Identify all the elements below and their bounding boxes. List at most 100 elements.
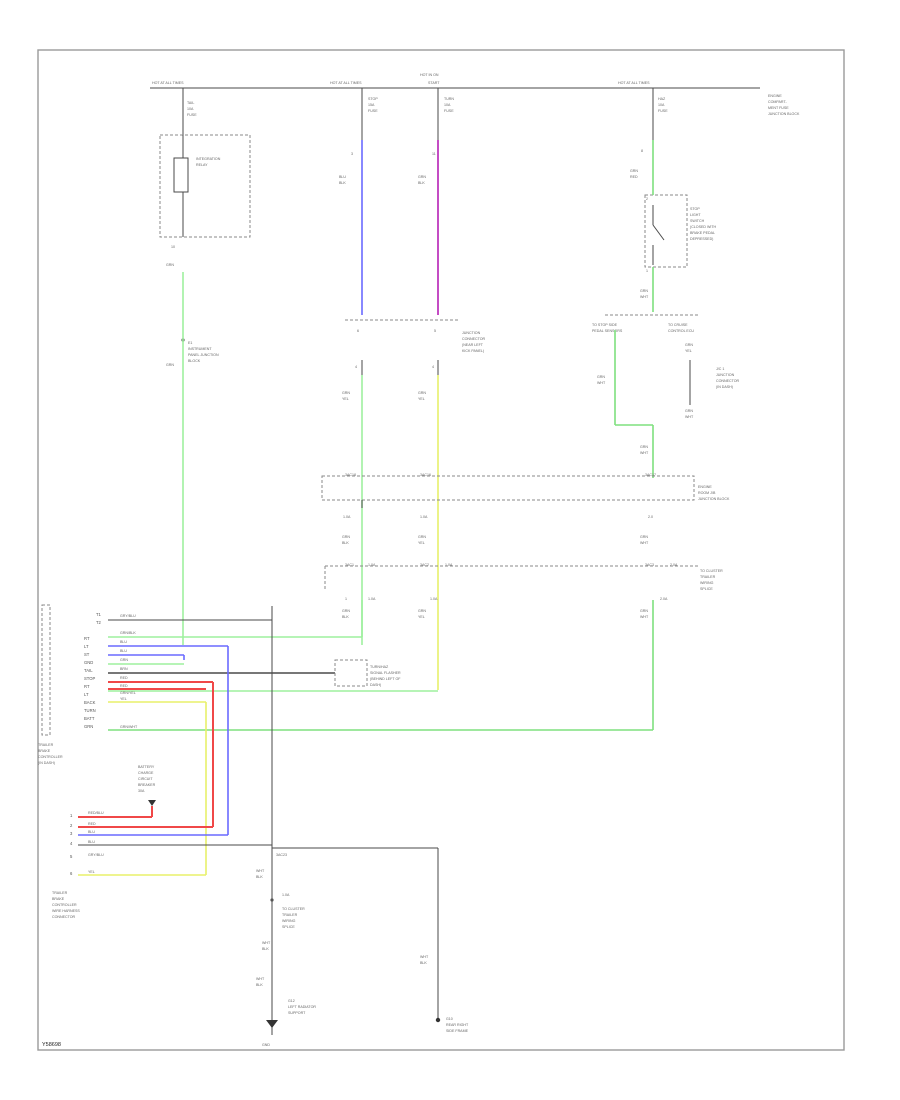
fuse-column-3: TURN 10A FUSE 11 GRN BLK <box>418 88 454 185</box>
svg-text:(IN DASH): (IN DASH) <box>716 385 733 389</box>
svg-text:TAIL: TAIL <box>187 101 194 105</box>
svg-text:1: 1 <box>345 597 347 601</box>
svg-text:TRAILER: TRAILER <box>700 575 716 579</box>
svg-text:YEL: YEL <box>418 397 425 401</box>
svg-text:GRN: GRN <box>418 535 426 539</box>
svg-text:1.0A: 1.0A <box>420 515 428 519</box>
fuse-column-4: HAZ 10A FUSE 8 GRN RED STOP LIGHT SWITCH… <box>630 88 717 299</box>
svg-text:CONNECTOR: CONNECTOR <box>462 337 485 341</box>
svg-text:WHT: WHT <box>420 955 429 959</box>
svg-text:GRN: GRN <box>342 391 350 395</box>
svg-text:TURN: TURN <box>84 708 96 713</box>
svg-text:CONTROLLER: CONTROLLER <box>52 903 77 907</box>
svg-text:DEPRESSED): DEPRESSED) <box>690 237 713 241</box>
svg-text:GRN: GRN <box>630 169 638 173</box>
svg-text:YEL: YEL <box>418 615 425 619</box>
svg-text:ST: ST <box>84 652 90 657</box>
svg-text:ENGINE: ENGINE <box>768 94 782 98</box>
svg-text:STOP: STOP <box>84 676 96 681</box>
svg-text:2.0A: 2.0A <box>670 563 678 567</box>
svg-text:JUNCTION: JUNCTION <box>462 331 481 335</box>
svg-text:WHT: WHT <box>262 941 271 945</box>
svg-text:3AC1: 3AC1 <box>345 563 354 567</box>
svg-text:ENGINE: ENGINE <box>698 485 712 489</box>
svg-text:START: START <box>428 81 440 85</box>
svg-text:KICK PANEL): KICK PANEL) <box>462 349 484 353</box>
svg-text:3AC17: 3AC17 <box>645 473 656 477</box>
svg-text:DASH): DASH) <box>370 683 381 687</box>
svg-text:GRN: GRN <box>418 175 426 179</box>
svg-text:2.0A: 2.0A <box>660 597 668 601</box>
svg-text:GRN: GRN <box>640 289 648 293</box>
svg-text:REAR RIGHT: REAR RIGHT <box>446 1023 469 1027</box>
svg-text:RED/BLU: RED/BLU <box>88 811 104 815</box>
diagram-tag: Y58698 <box>42 1042 61 1048</box>
svg-text:RELAY: RELAY <box>196 163 208 167</box>
svg-text:BLU: BLU <box>339 175 346 179</box>
svg-text:RT: RT <box>84 684 90 689</box>
svg-text:TO CLUSTER: TO CLUSTER <box>700 569 723 573</box>
svg-text:GRN: GRN <box>166 363 174 367</box>
svg-text:WIRE HARNESS: WIRE HARNESS <box>52 909 80 913</box>
svg-text:T2: T2 <box>96 620 102 625</box>
svg-text:LEFT RADIATOR: LEFT RADIATOR <box>288 1005 316 1009</box>
svg-text:BACK: BACK <box>84 700 96 705</box>
fuse-column-2: STOP 15A FUSE 3 BLU BLK <box>339 88 378 185</box>
svg-text:BLK: BLK <box>262 947 269 951</box>
svg-text:HOT AT ALL TIMES: HOT AT ALL TIMES <box>152 81 184 85</box>
svg-text:HAZ: HAZ <box>658 97 666 101</box>
svg-text:BLK: BLK <box>256 875 263 879</box>
stop-switch-box <box>644 194 688 268</box>
relay-box <box>159 134 251 238</box>
svg-text:SIDE FRAME: SIDE FRAME <box>446 1029 469 1033</box>
junction-block-connector <box>321 475 695 501</box>
svg-text:GRN: GRN <box>166 263 174 267</box>
svg-text:WIRING: WIRING <box>700 581 714 585</box>
svg-text:YEL: YEL <box>120 697 127 701</box>
svg-text:4: 4 <box>70 841 73 846</box>
svg-text:BLK: BLK <box>418 181 425 185</box>
svg-text:1.0A: 1.0A <box>282 893 290 897</box>
svg-text:RED: RED <box>120 676 128 680</box>
svg-text:YEL: YEL <box>685 349 692 353</box>
svg-text:3AC16: 3AC16 <box>420 473 431 477</box>
svg-text:FUSE: FUSE <box>368 109 378 113</box>
svg-text:YEL: YEL <box>342 397 349 401</box>
svg-text:JUNCTION BLOCK: JUNCTION BLOCK <box>698 497 730 501</box>
svg-text:FUSE: FUSE <box>658 109 668 113</box>
svg-text:SIGNAL FLASHER: SIGNAL FLASHER <box>370 671 401 675</box>
svg-text:TO STOP SIDE: TO STOP SIDE <box>592 323 618 327</box>
svg-text:T1: T1 <box>96 612 102 617</box>
svg-text:BATTERY: BATTERY <box>138 765 155 769</box>
svg-text:3AC3: 3AC3 <box>645 563 654 567</box>
svg-text:E1: E1 <box>188 341 192 345</box>
svg-text:GRN/WHT: GRN/WHT <box>120 725 138 729</box>
svg-text:3AC2: 3AC2 <box>420 563 429 567</box>
svg-text:RED: RED <box>120 684 128 688</box>
svg-text:TURN/HAZ: TURN/HAZ <box>370 665 389 669</box>
svg-text:4: 4 <box>355 365 357 369</box>
svg-text:JUNCTION: JUNCTION <box>716 373 735 377</box>
fuse-column-1: TAIL 10A FUSE INTEGRATION RELAY 10 GRN E… <box>159 88 251 367</box>
svg-text:CONNECTOR: CONNECTOR <box>716 379 739 383</box>
svg-text:5: 5 <box>70 854 73 859</box>
svg-text:G10: G10 <box>446 1017 453 1021</box>
svg-text:BLK: BLK <box>342 541 349 545</box>
svg-text:2: 2 <box>70 823 73 828</box>
svg-text:J/C 1: J/C 1 <box>716 367 724 371</box>
svg-text:WHT: WHT <box>640 615 649 619</box>
svg-text:3: 3 <box>70 831 73 836</box>
svg-text:TURN: TURN <box>444 97 454 101</box>
svg-text:G12: G12 <box>288 999 295 1003</box>
svg-text:3AC23: 3AC23 <box>276 853 287 857</box>
svg-text:YEL: YEL <box>418 541 425 545</box>
svg-text:TO CLUSTER: TO CLUSTER <box>282 907 305 911</box>
svg-text:1.0A: 1.0A <box>343 515 351 519</box>
svg-text:CIRCUIT: CIRCUIT <box>138 777 153 781</box>
svg-text:CONTROL ECU: CONTROL ECU <box>668 329 694 333</box>
svg-text:HOT IN ON: HOT IN ON <box>420 73 439 77</box>
svg-text:BRAKE: BRAKE <box>38 749 51 753</box>
svg-text:GRN: GRN <box>597 375 605 379</box>
svg-text:1: 1 <box>70 813 73 818</box>
